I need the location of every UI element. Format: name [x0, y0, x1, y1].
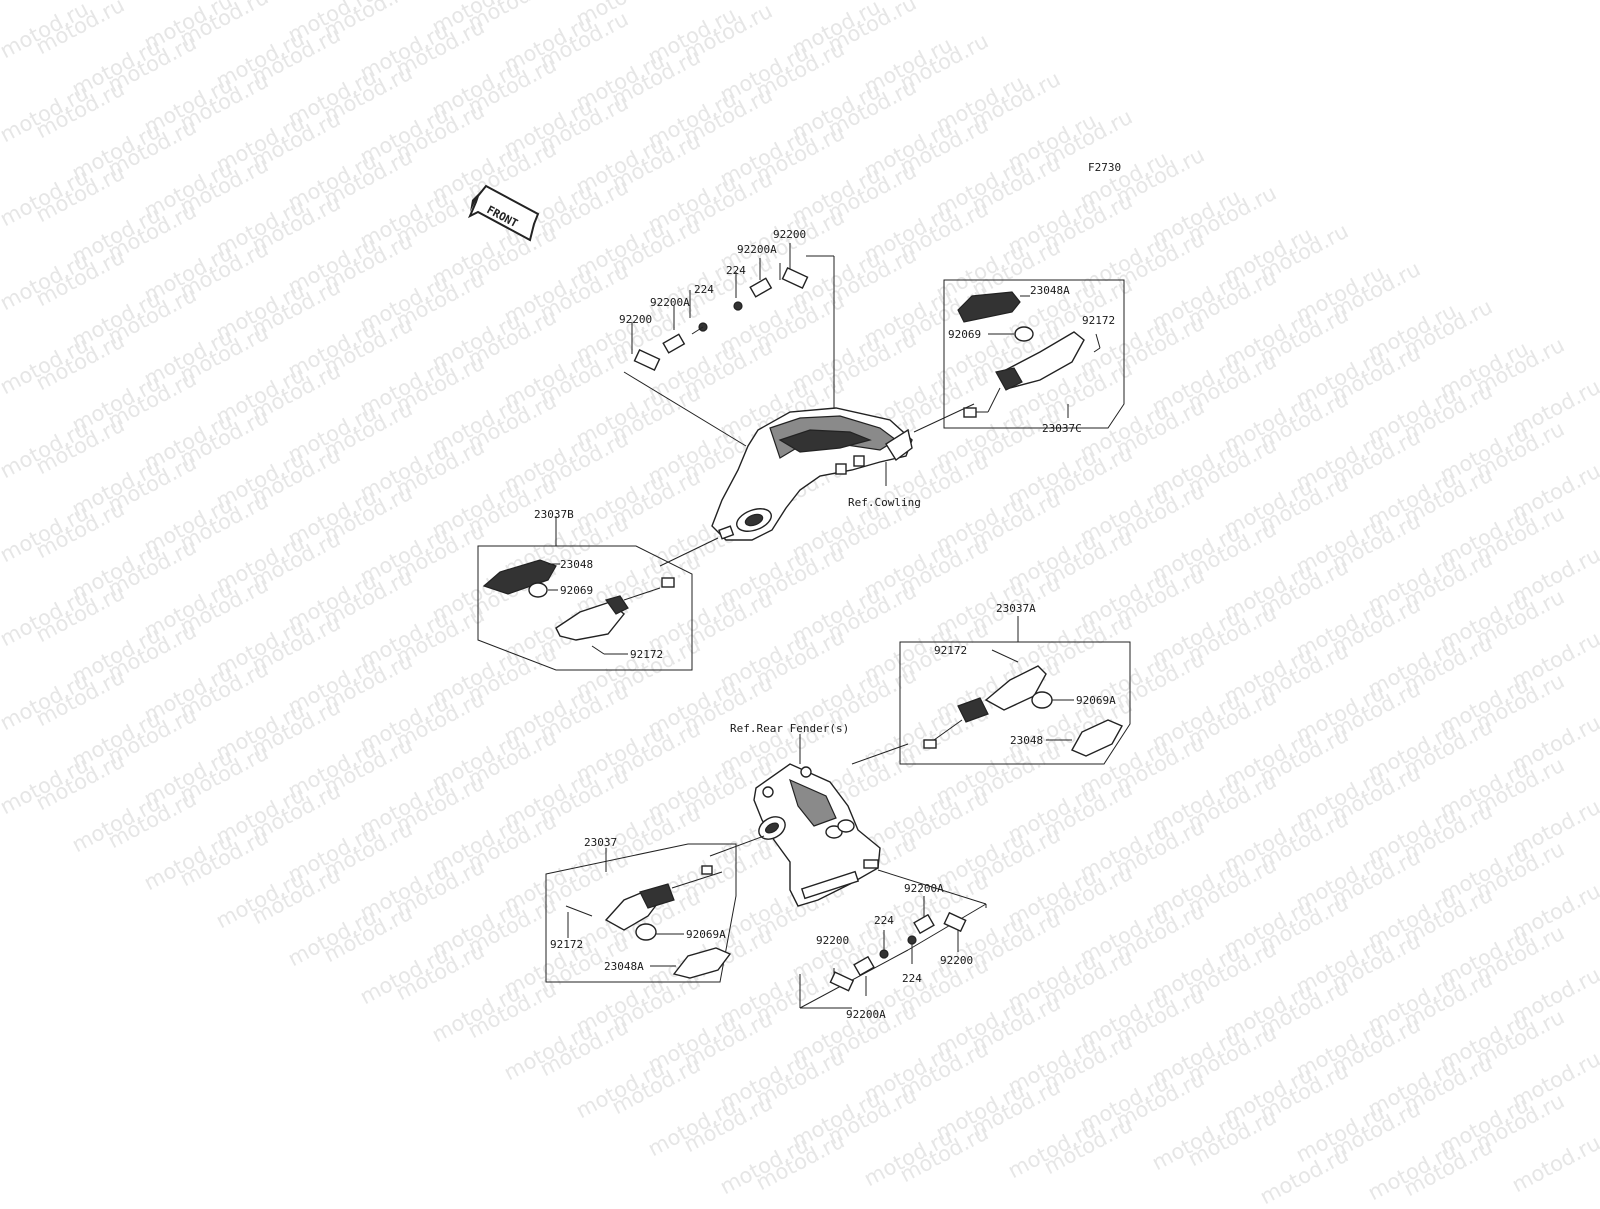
label-224-lower-top: 224 [874, 914, 894, 927]
label-92172-front-left: 92172 [630, 648, 663, 661]
label-92200A-upper-right: 92200A [737, 243, 777, 256]
plate-92200-lower-left [829, 971, 855, 992]
label-224-lower-bottom: 224 [902, 972, 922, 985]
label-23048-front-left: 23048 [560, 558, 593, 571]
rear-left-signal-group [545, 835, 765, 983]
rear-fender-bracket [753, 734, 881, 907]
front-cowling-bracket [711, 407, 913, 541]
bracket-92200A-lower-left [853, 955, 875, 977]
signal-housing-front-right [996, 331, 1085, 389]
label-23048A-rear-left: 23048A [604, 960, 644, 973]
front-right-signal-group [913, 279, 1125, 433]
label-ref-rear-fender: Ref.Rear Fender(s) [730, 722, 849, 735]
front-left-signal-group [477, 516, 719, 671]
front-arrow-icon: FRONT [468, 184, 540, 242]
plate-92200-lower-right [943, 911, 967, 933]
label-92200-lower-left: 92200 [816, 934, 849, 947]
label-23048-rear-right: 23048 [1010, 734, 1043, 747]
lens-23048A-front-right [957, 291, 1021, 323]
rear-right-signal-group [851, 616, 1131, 765]
label-224-upper-left: 224 [694, 283, 714, 296]
label-23037A-rear-right: 23037A [996, 602, 1036, 615]
connector-front-right [963, 407, 977, 418]
label-92200A-lower-bottom: 92200A [846, 1008, 886, 1021]
label-92200A-lower-right: 92200A [904, 882, 944, 895]
bolt-224-right [733, 301, 743, 311]
connector-front-left [661, 577, 675, 588]
bracket-92200A-right [749, 277, 773, 298]
plate-92200-right [781, 266, 809, 290]
signal-housing-rear-right [984, 665, 1047, 711]
signal-housing-front-left [555, 601, 625, 641]
label-92200-lower-right: 92200 [940, 954, 973, 967]
label-23037B-front-left: 23037B [534, 508, 574, 521]
label-92069A-rear-left: 92069A [686, 928, 726, 941]
bulb-92069A-rear-right [1031, 691, 1053, 709]
bulb-92069-front-right [1014, 326, 1034, 342]
lower-fastener-group [799, 869, 987, 1009]
label-23037C-front-right: 23037C [1042, 422, 1082, 435]
lens-23048A-rear-left [672, 947, 732, 979]
bracket-92200A-left [662, 333, 686, 354]
label-92069-front-right: 92069 [948, 328, 981, 341]
label-92200A-upper-left: 92200A [650, 296, 690, 309]
label-92069-front-left: 92069 [560, 584, 593, 597]
label-92200-upper-right: 92200 [773, 228, 806, 241]
lens-23048-rear-right [1071, 719, 1123, 757]
connector-rear-right [923, 739, 937, 749]
lens-23048-front-left [482, 559, 557, 595]
connector-rear-left [701, 865, 713, 875]
label-92069A-rear-right: 92069A [1076, 694, 1116, 707]
diagram-code: F2730 [1088, 161, 1121, 174]
upper-fastener-group [623, 243, 835, 447]
label-23048A-front-right: 23048A [1030, 284, 1070, 297]
label-92200-upper-left: 92200 [619, 313, 652, 326]
label-ref-cowling: Ref.Cowling [848, 496, 921, 509]
label-224-upper-right: 224 [726, 264, 746, 277]
bracket-92200A-lower-right [913, 913, 935, 935]
plate-92200-left [633, 348, 661, 372]
bulb-92069A-rear-left [635, 923, 657, 941]
bolt-224-lower-left [879, 949, 889, 959]
label-92172-front-right: 92172 [1082, 314, 1115, 327]
bulb-92069-front-left [528, 582, 548, 598]
label-92172-rear-right: 92172 [934, 644, 967, 657]
bolt-224-lower-right [907, 935, 917, 945]
label-92172-rear-left: 92172 [550, 938, 583, 951]
label-23037-rear-left: 23037 [584, 836, 617, 849]
